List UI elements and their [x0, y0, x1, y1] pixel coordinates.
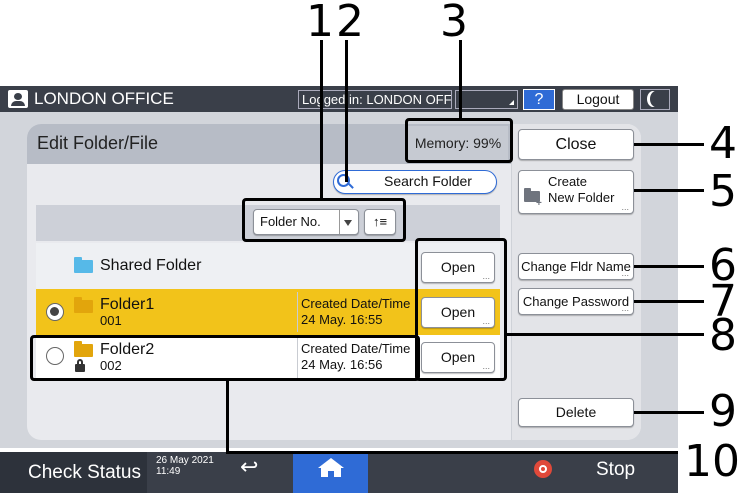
current-time: 11:49 [156, 466, 181, 477]
change-folder-name-label: Change Fldr Name [521, 259, 631, 274]
leader-line-7 [634, 300, 704, 303]
callout-2: 2 [336, 0, 364, 47]
folder-number: 001 [100, 313, 122, 328]
created-label: Created Date/Time [301, 296, 411, 311]
sort-by-value: Folder No. [260, 214, 321, 229]
row-divider [297, 292, 298, 332]
lock-icon [75, 359, 85, 372]
folder-icon [74, 297, 93, 313]
open-label: Open [440, 259, 476, 275]
page-title: Edit Folder/File [37, 133, 159, 153]
folder-icon [74, 257, 93, 273]
created-date: 24 May. 16:55 [301, 312, 383, 327]
help-button[interactable]: ? [523, 89, 555, 110]
callout-4: 4 [709, 118, 737, 169]
leader-line-10-vertical [226, 381, 229, 453]
callout-7: 7 [709, 276, 737, 327]
stop-icon[interactable] [534, 460, 552, 478]
leader-line-3 [459, 40, 462, 120]
create-folder-label-line2: New Folder [548, 190, 615, 205]
leader-line-8 [507, 333, 704, 336]
sort-by-select[interactable]: Folder No. [253, 209, 359, 235]
folder-name: Folder2 [100, 341, 155, 358]
folder-name: Shared Folder [100, 257, 202, 274]
open-button[interactable]: Open... [421, 252, 495, 283]
home-icon-door [328, 471, 334, 477]
callout-box-memory [405, 118, 513, 163]
created-date: 24 May. 16:56 [301, 357, 383, 372]
login-status: Logged in: LONDON OFFICE] [298, 90, 452, 109]
leader-line-10-horizontal [226, 451, 678, 454]
create-folder-label-line1: Create [548, 174, 588, 189]
stop-button[interactable]: Stop [596, 459, 636, 480]
back-icon[interactable]: ↩ [240, 454, 259, 479]
callout-3: 3 [440, 0, 468, 47]
created-label: Created Date/Time [301, 341, 411, 356]
check-status-button[interactable]: Check Status [0, 452, 147, 493]
folder-icon [74, 341, 93, 357]
night-mode-button[interactable] [640, 89, 670, 110]
change-folder-name-button[interactable]: Change Fldr Name... [518, 253, 634, 280]
current-date: 26 May 2021 [156, 455, 214, 466]
user-icon [8, 90, 28, 108]
folder-number: 002 [100, 358, 122, 373]
folder-name: Folder1 [100, 296, 155, 313]
open-label: Open [440, 349, 476, 365]
callout-box-open [415, 238, 507, 381]
leader-line-6 [634, 265, 704, 268]
callout-box-row [30, 335, 420, 381]
chevron-down-icon [344, 220, 352, 226]
callout-10: 10 [684, 436, 740, 487]
delete-button[interactable]: Delete [518, 398, 634, 427]
open-label: Open [440, 304, 476, 320]
leader-line-1 [320, 40, 323, 200]
search-folder-button[interactable]: Search Folder [333, 170, 497, 194]
office-name: LONDON OFFICE [34, 89, 174, 108]
home-icon [318, 458, 344, 468]
new-folder-icon [524, 188, 540, 202]
callout-box-sort [242, 198, 406, 242]
radio-folder2[interactable] [46, 347, 64, 365]
callout-1: 1 [306, 0, 334, 47]
callout-8: 8 [709, 310, 737, 361]
open-button[interactable]: Open... [421, 342, 495, 373]
moon-icon [650, 91, 662, 107]
select-divider [339, 210, 340, 234]
open-button[interactable]: Open... [421, 297, 495, 328]
radio-folder1[interactable] [46, 303, 64, 321]
logout-button[interactable]: Logout [562, 89, 634, 110]
search-icon [337, 174, 350, 187]
callout-6: 6 [709, 240, 737, 291]
change-password-label: Change Password [522, 294, 630, 309]
callout-5: 5 [709, 166, 737, 217]
leader-line-2 [345, 40, 348, 182]
leader-line-5 [634, 189, 704, 192]
callout-9: 9 [709, 386, 737, 437]
sort-order-button[interactable]: ↑≡ [364, 209, 396, 235]
change-password-button[interactable]: Change Password... [518, 288, 634, 315]
memory-indicator: Memory: 99% [408, 126, 508, 160]
leader-line-4 [634, 143, 704, 146]
row-divider [297, 338, 298, 378]
plus-icon: + [536, 198, 542, 209]
status-field[interactable] [455, 90, 518, 109]
close-button[interactable]: Close [518, 129, 634, 160]
leader-line-9 [634, 411, 704, 414]
